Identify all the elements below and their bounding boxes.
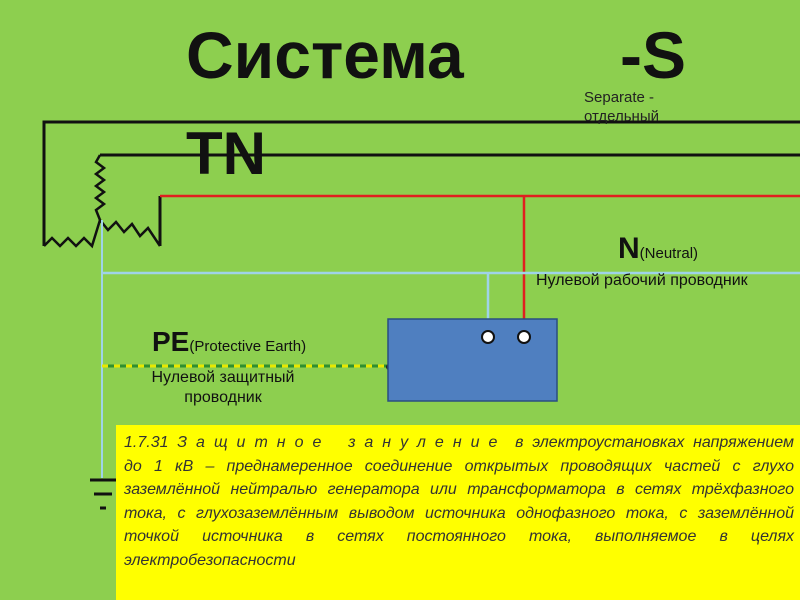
pe-english: (Protective Earth) xyxy=(189,338,307,355)
title-main: Система xyxy=(186,18,464,92)
separate-note-line2: отдельный xyxy=(584,108,659,125)
definition-note: 1.7.31 Защитное зануление в электроустан… xyxy=(116,425,800,600)
separate-note: Separate - отдельный xyxy=(584,88,659,126)
neutral-label: N(Neutral) xyxy=(618,232,698,266)
neutral-description: Нулевой рабочий проводник xyxy=(536,272,748,289)
title-tn: TN xyxy=(186,120,266,187)
separate-note-line1: Separate - xyxy=(584,89,655,106)
definition-number: 1.7.31 xyxy=(124,434,169,451)
pe-description-line1: Нулевой защитный xyxy=(151,369,295,386)
definition-text: в электроустановках напряжением до 1 кВ … xyxy=(124,434,794,569)
transformer xyxy=(42,120,800,249)
title-suffix: -S xyxy=(620,18,686,92)
phase-terminal xyxy=(517,330,531,344)
neutral-letter: N xyxy=(618,232,640,265)
pe-label: PE(Protective Earth) xyxy=(152,326,306,358)
pe-letters: PE xyxy=(152,326,190,357)
neutral-terminal xyxy=(481,330,495,344)
load-enclosure xyxy=(387,318,558,402)
definition-term: Защитное зануление xyxy=(177,434,507,451)
neutral-english: (Neutral) xyxy=(639,245,699,262)
pe-description: Нулевой защитный проводник xyxy=(148,368,298,408)
ground-symbol xyxy=(90,478,116,510)
pe-description-line2: проводник xyxy=(184,389,262,406)
